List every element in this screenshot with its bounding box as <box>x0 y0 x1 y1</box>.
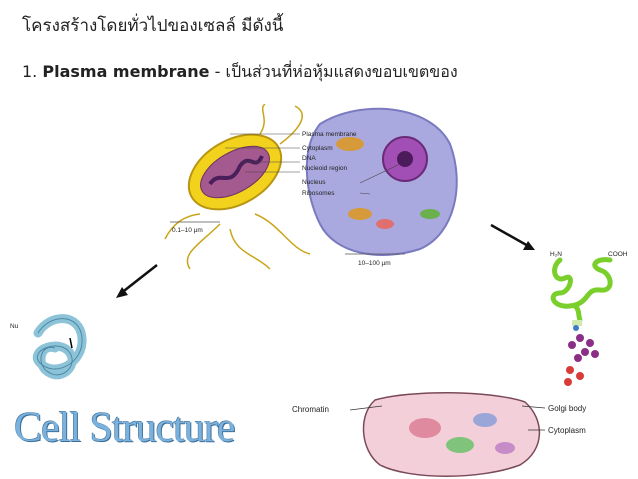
label-golgi-body: Golgi body <box>548 404 586 413</box>
arrow-right <box>490 223 535 250</box>
bullet-plasma-membrane: 1. Plasma membrane - เป็นส่วนที่ห่อหุ้มแ… <box>22 60 458 85</box>
slide-heading: โครงสร้างโดยทั่วไปของเซลล์ มีดังนี้ <box>22 16 284 36</box>
label-nucleus: Nucleus <box>302 179 326 186</box>
label-cytoplasm: Cytoplasm <box>302 145 333 152</box>
cell-comparison-figure: 0.1–10 µm 10–100 µm Plasma membrane Cyto… <box>164 104 458 270</box>
protein-structure-right: H₂N COOH <box>550 251 628 386</box>
label-ribosomes: Ribosomes <box>302 190 335 197</box>
bullet-number: 1. <box>22 62 38 81</box>
protein-left-label: Nu <box>10 323 19 330</box>
label-nucleoid-region: Nucleoid region <box>302 165 348 172</box>
protein-c-terminus-label: COOH <box>608 251 628 258</box>
cell-structure-title: Cell Structure <box>14 405 235 451</box>
bacterium-illustration <box>164 104 311 270</box>
bacterium-scale-label: 0.1–10 µm <box>172 227 203 234</box>
label-dna: DNA <box>302 155 316 162</box>
bullet-term: Plasma membrane <box>42 62 210 81</box>
cell-cross-section: Chromatin Golgi body Cytoplasm <box>292 391 586 477</box>
bullet-description: - เป็นส่วนที่ห่อหุ้มแสดงขอบเขตของ <box>214 62 458 81</box>
protein-n-terminus-label: H₂N <box>550 251 562 258</box>
label-chromatin: Chromatin <box>292 405 329 414</box>
eukaryote-scale-label: 10–100 µm <box>358 260 391 267</box>
protein-ribbon-left: Nu <box>10 314 87 380</box>
label-plasma-membrane: Plasma membrane <box>302 131 357 138</box>
label-cytoplasm-bottom: Cytoplasm <box>548 426 586 435</box>
arrow-left <box>116 264 158 298</box>
eukaryote-illustration <box>305 107 458 256</box>
